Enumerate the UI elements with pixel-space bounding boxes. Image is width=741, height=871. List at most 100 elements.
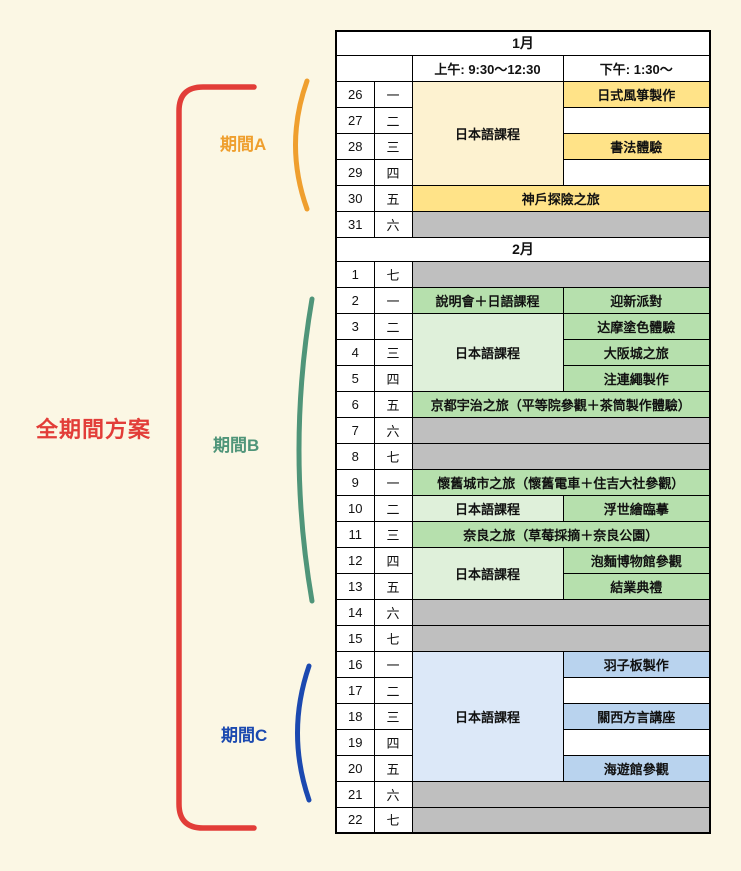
period-c-label: 期間C — [221, 726, 268, 745]
table-row-feb-11: 11 三 奈良之旅（草莓採摘＋奈良公園） — [335, 520, 711, 548]
table-row-jan-27: 27 二 — [335, 106, 711, 134]
date-cell: 1 — [335, 260, 375, 288]
fullday-activity-cell: 神戶探險之旅 — [411, 184, 711, 212]
table-row-feb-9: 9 一 懷舊城市之旅（懷舊電車＋住吉大社參觀） — [335, 468, 711, 496]
date-cell: 21 — [335, 780, 375, 808]
table-row-feb-18: 18 三 關西方言講座 — [335, 702, 711, 730]
date-cell: 8 — [335, 442, 375, 470]
time-header-spacer — [335, 54, 413, 82]
activity-cell: 關西方言講座 — [562, 702, 711, 730]
day-cell: 三 — [373, 132, 413, 160]
date-cell: 28 — [335, 132, 375, 160]
table-row-feb-13: 13 五 結業典禮 — [335, 572, 711, 600]
date-cell: 14 — [335, 598, 375, 626]
period-c-arc — [295, 663, 312, 803]
day-cell: 六 — [373, 780, 413, 808]
table-row-feb-8: 8 七 — [335, 442, 711, 470]
date-cell: 30 — [335, 184, 375, 212]
course-cell: 日本語課程 — [411, 80, 564, 186]
empty-cell — [562, 158, 711, 186]
activity-cell: 結業典禮 — [562, 572, 711, 600]
day-cell: 一 — [373, 650, 413, 678]
weekend-cell — [411, 780, 711, 808]
date-cell: 3 — [335, 312, 375, 340]
day-cell: 四 — [373, 546, 413, 574]
day-cell: 六 — [373, 210, 413, 238]
day-cell: 七 — [373, 442, 413, 470]
morning-header: 上午: 9:30〜12:30 — [411, 54, 564, 82]
activity-cell: 羽子板製作 — [562, 650, 711, 678]
course-cell: 說明會＋日語課程 — [411, 286, 564, 314]
month-header-january: 1月 — [335, 30, 711, 56]
table-row-jan-26: 26 一 日本語課程 日式風箏製作 — [335, 80, 711, 186]
day-cell: 五 — [373, 184, 413, 212]
fullday-activity-cell: 奈良之旅（草莓採摘＋奈良公園） — [411, 520, 711, 548]
weekend-cell — [411, 624, 711, 652]
activity-cell: 注連繩製作 — [562, 364, 711, 392]
day-cell: 五 — [373, 572, 413, 600]
day-cell: 四 — [373, 728, 413, 756]
date-cell: 19 — [335, 728, 375, 756]
activity-cell: 大阪城之旅 — [562, 338, 711, 366]
day-cell: 五 — [373, 754, 413, 782]
day-cell: 六 — [373, 598, 413, 626]
activity-cell: 書法體驗 — [562, 132, 711, 160]
empty-cell — [562, 106, 711, 134]
day-cell: 六 — [373, 416, 413, 444]
date-cell: 27 — [335, 106, 375, 134]
activity-cell: 迎新派對 — [562, 286, 711, 314]
day-cell: 三 — [373, 520, 413, 548]
day-cell: 七 — [373, 260, 413, 288]
empty-cell — [562, 676, 711, 704]
table-row-feb-14: 14 六 — [335, 598, 711, 626]
activity-cell: 达摩塗色體驗 — [562, 312, 711, 340]
table-row-feb-21: 21 六 — [335, 780, 711, 808]
period-b-label: 期間B — [213, 436, 260, 455]
date-cell: 16 — [335, 650, 375, 678]
overall-plan-label: 全期間方案 — [36, 417, 152, 442]
weekend-cell — [411, 210, 711, 238]
course-cell: 日本語課程 — [411, 494, 564, 522]
activity-cell: 浮世繪臨摹 — [562, 494, 711, 522]
table-row-jan-31: 31 六 — [335, 210, 711, 238]
day-cell: 二 — [373, 312, 413, 340]
table-row-feb-2: 2 一 說明會＋日語課程 迎新派對 — [335, 286, 711, 314]
period-b-arc — [296, 296, 315, 604]
day-cell: 七 — [373, 806, 413, 834]
day-cell: 二 — [373, 106, 413, 134]
empty-cell — [562, 728, 711, 756]
table-row-feb-17: 17 二 — [335, 676, 711, 704]
table-row-feb-10: 10 二 日本語課程 浮世繪臨摹 — [335, 494, 711, 522]
date-cell: 4 — [335, 338, 375, 366]
period-a-label: 期間A — [220, 135, 267, 154]
course-cell: 日本語課程 — [411, 546, 564, 600]
time-header-row: 上午: 9:30〜12:30 下午: 1:30〜 — [335, 54, 711, 82]
date-cell: 6 — [335, 390, 375, 418]
overall-brace — [176, 84, 257, 831]
weekend-cell — [411, 416, 711, 444]
afternoon-header: 下午: 1:30〜 — [562, 54, 711, 82]
date-cell: 9 — [335, 468, 375, 496]
date-cell: 7 — [335, 416, 375, 444]
table-row-feb-7: 7 六 — [335, 416, 711, 444]
course-cell: 日本語課程 — [411, 312, 564, 392]
day-cell: 五 — [373, 390, 413, 418]
table-row-feb-20: 20 五 海遊館參觀 — [335, 754, 711, 782]
date-cell: 2 — [335, 286, 375, 314]
weekend-cell — [411, 442, 711, 470]
date-cell: 15 — [335, 624, 375, 652]
table-row-feb-4: 4 三 大阪城之旅 — [335, 338, 711, 366]
date-cell: 18 — [335, 702, 375, 730]
activity-cell: 泡麵博物館參觀 — [562, 546, 711, 574]
fullday-activity-cell: 京都宇治之旅（平等院參觀＋茶筒製作體驗） — [411, 390, 711, 418]
date-cell: 13 — [335, 572, 375, 600]
period-a-arc — [293, 78, 310, 212]
weekend-cell — [411, 260, 711, 288]
day-cell: 三 — [373, 702, 413, 730]
activity-cell: 日式風箏製作 — [562, 80, 711, 108]
day-cell: 三 — [373, 338, 413, 366]
month-title: 1月 — [335, 30, 711, 56]
day-cell: 四 — [373, 158, 413, 186]
date-cell: 22 — [335, 806, 375, 834]
